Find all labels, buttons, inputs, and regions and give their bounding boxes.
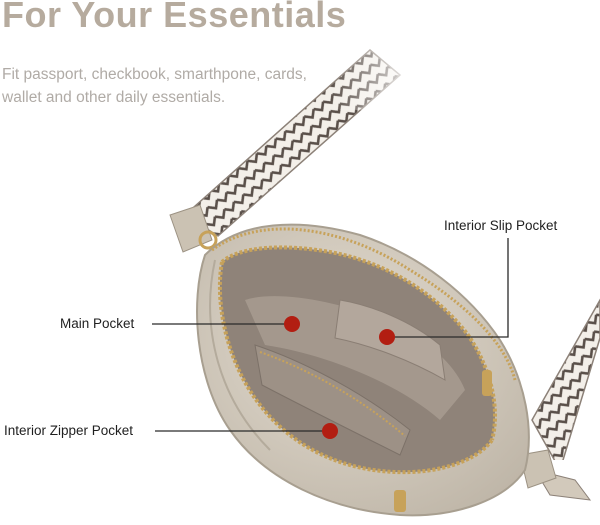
- feature-description: Fit passport, checkbook, smarthpone, car…: [2, 63, 342, 109]
- shoulder-strap-upper: [183, 40, 420, 237]
- headline: For Your Essentials: [2, 0, 347, 35]
- description-line-2: wallet and other daily essentials.: [2, 89, 226, 106]
- slip-pocket-leader: [390, 238, 509, 338]
- zipper-pocket-marker-icon: [322, 423, 338, 439]
- strap-hardware: [169, 204, 557, 489]
- callout-markers: [284, 316, 395, 439]
- interior-slip-pocket-label: Interior Slip Pocket: [444, 218, 558, 233]
- description-line-1: Fit passport, checkbook, smarthpone, car…: [2, 66, 307, 83]
- interior-zipper-pocket-label: Interior Zipper Pocket: [4, 423, 134, 438]
- zipper-pulls: [394, 370, 492, 512]
- main-pocket-label: Main Pocket: [60, 316, 135, 331]
- callout-lines: [152, 238, 509, 432]
- slip-pocket-marker-icon: [379, 329, 395, 345]
- main-pocket-marker-icon: [284, 316, 300, 332]
